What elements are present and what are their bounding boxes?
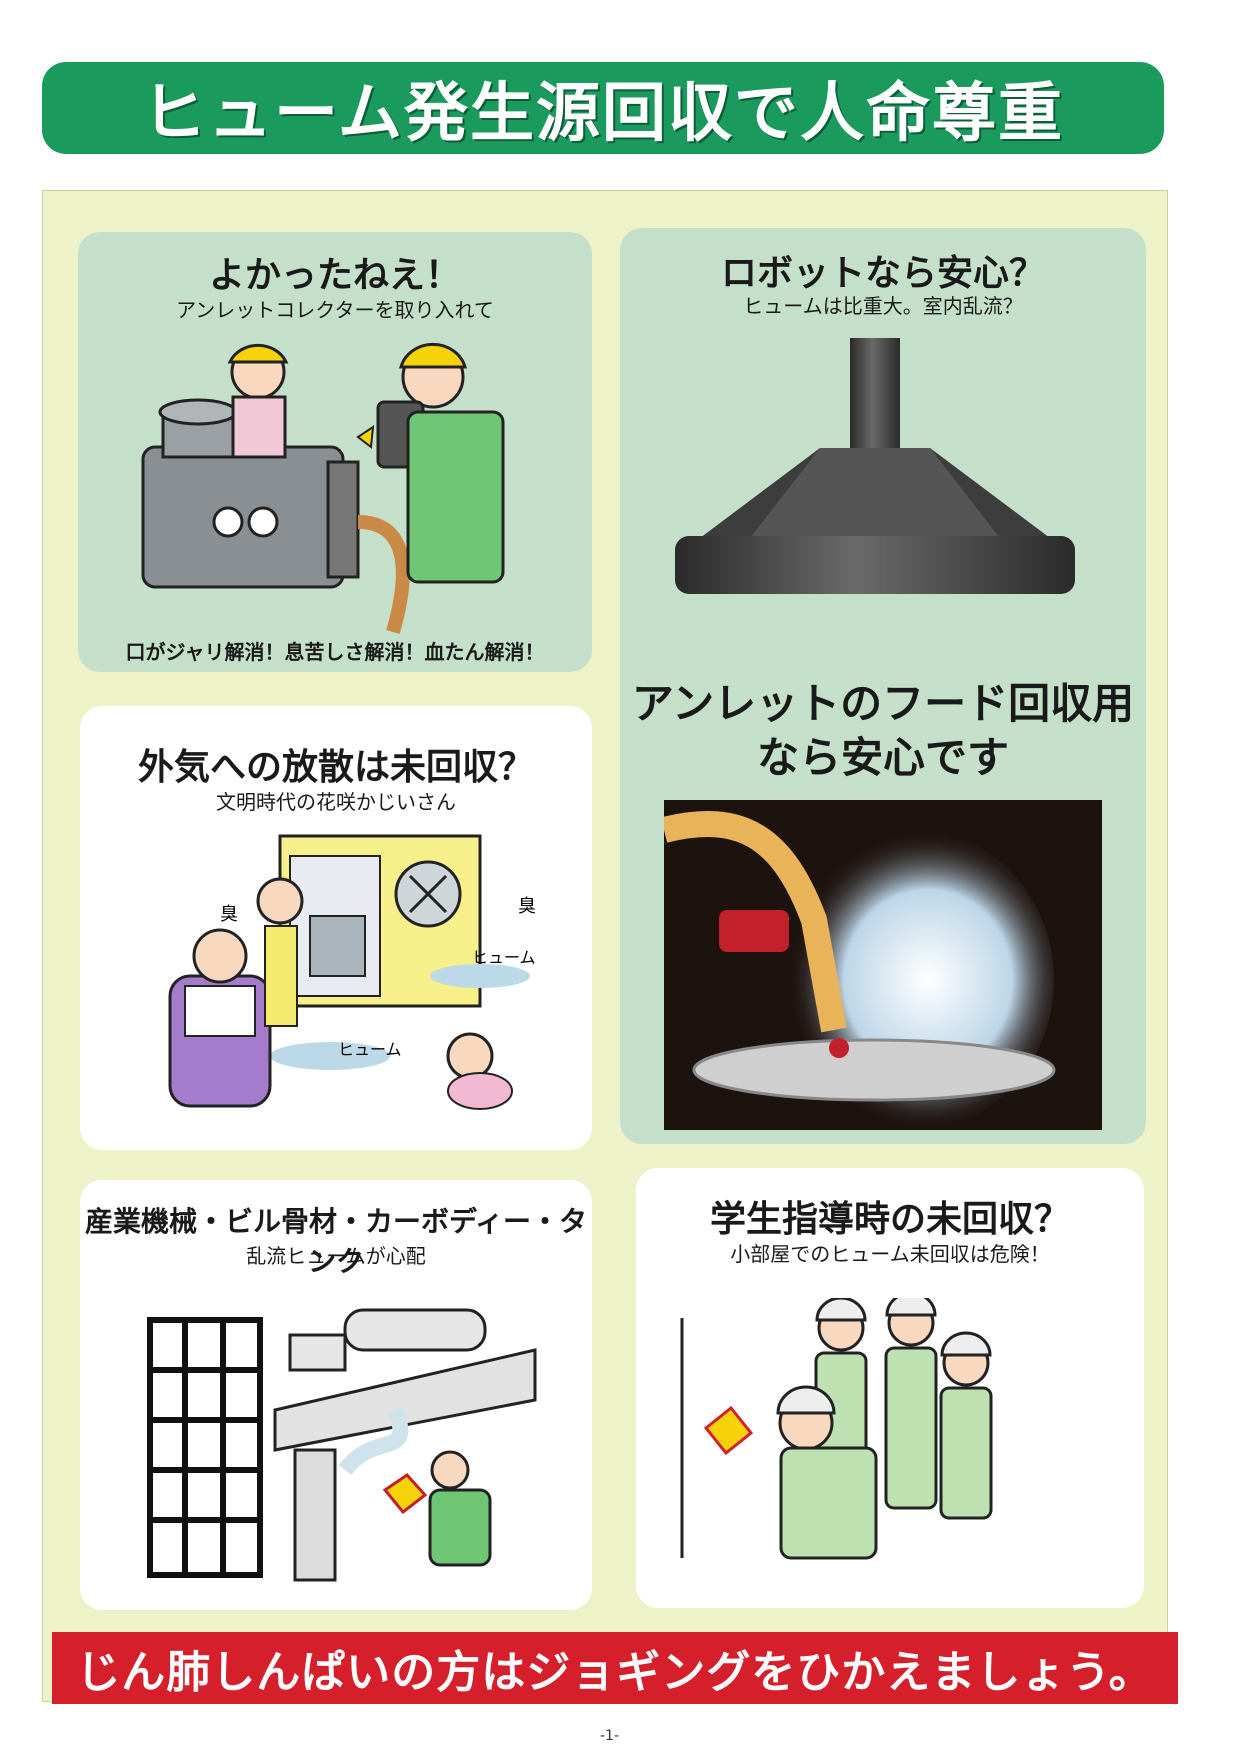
student-welding-illustration: [680, 1298, 993, 1560]
panel-subtitle: ヒュームは比重大。室内乱流？: [743, 294, 1023, 318]
odor-label: 臭: [518, 896, 536, 917]
panel-subtitle: 小部屋でのヒューム未回収は危険！: [730, 1242, 1050, 1266]
panel-caption: 口がジャリ解消！息苦しさ解消！血たん解消！: [125, 640, 545, 664]
panel-student-training: 学生指導時の未回収？ 小部屋でのヒューム未回収は危険！: [636, 1168, 1144, 1608]
panel-subtitle: 文明時代の花咲かじいさん: [216, 790, 456, 814]
panel-subtitle: 乱流ヒュームが心配: [246, 1244, 426, 1268]
panel-title: ロボットなら安心？: [720, 253, 1045, 294]
page-number: -1-: [600, 1728, 620, 1744]
panel-title: 外気への放散は未回収？: [137, 747, 534, 788]
structure-welding-illustration: [147, 1308, 537, 1582]
panel-industrial-structures: 産業機械・ビル骨材・カーボディー・タンク 乱流ヒュームが心配: [80, 1180, 592, 1610]
page-title: ヒューム発生源回収で人命尊重: [141, 77, 1065, 151]
fume-label: ヒューム: [472, 948, 536, 967]
family-fume-illustration: [168, 834, 530, 1110]
odor-label: 臭: [220, 904, 238, 925]
panel-robot-hood: ロボットなら安心？ ヒュームは比重大。室内乱流？ アンレットのフード回収用 なら…: [620, 228, 1146, 1144]
footer-text: じん肺しんぱいの方はジョギングをひかえましょう。: [76, 1647, 1154, 1698]
panel-message: なら安心です: [756, 733, 1009, 782]
panel-message: アンレットのフード回収用: [631, 679, 1135, 728]
panel-title: よかったねえ！: [208, 255, 461, 296]
robot-welding-photo: [664, 800, 1102, 1130]
panel-title: 産業機械・ビル骨材・カーボディー・タンク: [84, 1205, 588, 1278]
panel-fume-collector: よかったねえ！ アンレットコレクターを取り入れて 口がジャリ解消！息苦しさ解消！…: [78, 232, 592, 672]
panel-outdoor-dispersion: 外気への放散は未回収？ 文明時代の花咲かじいさん 臭 臭 ヒューム ヒューム: [80, 706, 592, 1150]
welding-collector-illustration: [141, 342, 505, 634]
panel-title: 学生指導時の未回収？: [709, 1199, 1070, 1240]
footer-banner: じん肺しんぱいの方はジョギングをひかえましょう。: [52, 1632, 1178, 1704]
fume-label: ヒューム: [338, 1040, 402, 1059]
fume-hood-image: [675, 338, 1075, 594]
title-banner: ヒューム発生源回収で人命尊重: [42, 62, 1164, 154]
panel-subtitle: アンレットコレクターを取り入れて: [176, 298, 494, 322]
